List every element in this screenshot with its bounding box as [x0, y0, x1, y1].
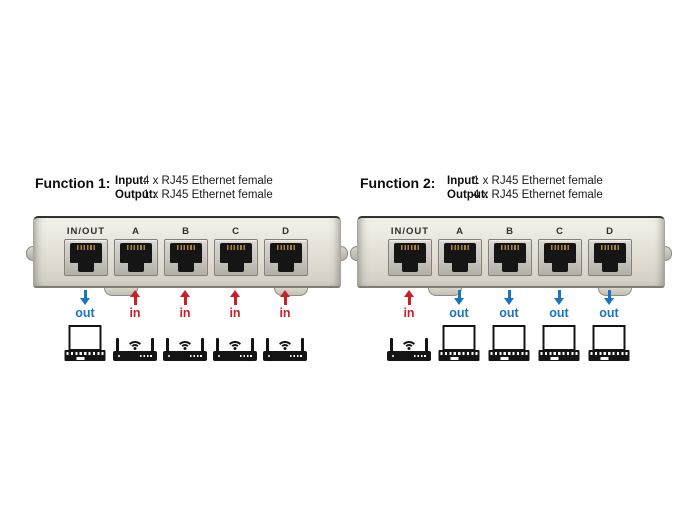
rj45-port-icon	[264, 239, 308, 276]
flow-direction-label: in	[179, 306, 191, 320]
port-c: C	[530, 226, 590, 276]
function2-input-value: 1 x RJ45 Ethernet female	[473, 175, 603, 187]
port-label: D	[282, 226, 290, 237]
flow-port-b: in	[157, 290, 213, 361]
port-label: B	[182, 226, 190, 237]
switch-front-panel-2: IN/OUT A B C D	[350, 216, 672, 296]
wifi-router-icon	[111, 324, 159, 361]
switch-front-panel-1: IN/OUT A B C D	[26, 216, 348, 296]
arrow-down-icon	[454, 290, 464, 306]
flow-inout: out	[57, 290, 113, 361]
wifi-router-icon	[385, 324, 433, 361]
rj45-port-icon	[64, 239, 108, 276]
flow-direction-label: out	[75, 306, 95, 320]
rj45-port-icon	[488, 239, 532, 276]
flow-direction-label: out	[549, 306, 569, 320]
arrow-up-icon	[230, 290, 240, 306]
arrow-down-icon	[554, 290, 564, 306]
rj45-port-icon	[438, 239, 482, 276]
arrow-up-icon	[404, 290, 414, 306]
flow-port-c: in	[207, 290, 263, 361]
rj45-jack-icon	[494, 243, 526, 263]
port-label: C	[232, 226, 240, 237]
rj45-port-icon	[114, 239, 158, 276]
arrow-up-icon	[180, 290, 190, 306]
rj45-port-icon	[164, 239, 208, 276]
port-a: A	[106, 226, 166, 276]
flow-direction-label: in	[279, 306, 291, 320]
rj45-jack-icon	[170, 243, 202, 263]
port-b: B	[156, 226, 216, 276]
flow-port-a: in	[107, 290, 163, 361]
flow-inout: in	[381, 290, 437, 361]
flow-direction-label: in	[129, 306, 141, 320]
wifi-router-icon	[261, 324, 309, 361]
flow-direction-label: out	[599, 306, 619, 320]
port-b: B	[480, 226, 540, 276]
function2-input-label: Input:	[447, 175, 479, 187]
function2-title: Function 2:	[360, 175, 436, 191]
arrow-down-icon	[604, 290, 614, 306]
flow-port-d: in	[257, 290, 313, 361]
flow-port-a: out	[431, 290, 487, 361]
rj45-port-icon	[388, 239, 432, 276]
rj45-jack-icon	[594, 243, 626, 263]
flow-direction-label: out	[449, 306, 469, 320]
port-label: A	[456, 226, 464, 237]
rj45-jack-icon	[394, 243, 426, 263]
function2-output-label: Output:	[447, 189, 489, 201]
function2-output-value: 4 x RJ45 Ethernet female	[473, 189, 603, 201]
laptop-icon	[485, 324, 533, 361]
rj45-jack-icon	[70, 243, 102, 263]
function1-output-label: Output:	[115, 189, 157, 201]
rj45-jack-icon	[220, 243, 252, 263]
flow-direction-label: in	[403, 306, 415, 320]
function1-input-value: 4 x RJ45 Ethernet female	[143, 175, 273, 187]
arrow-up-icon	[280, 290, 290, 306]
port-label: B	[506, 226, 514, 237]
flow-port-c: out	[531, 290, 587, 361]
port-inout: IN/OUT	[56, 226, 116, 276]
laptop-icon	[61, 324, 109, 361]
rj45-port-icon	[214, 239, 258, 276]
flow-port-b: out	[481, 290, 537, 361]
flow-direction-label: in	[229, 306, 241, 320]
function1-title: Function 1:	[35, 175, 111, 191]
port-c: C	[206, 226, 266, 276]
port-label: IN/OUT	[66, 226, 106, 237]
port-label: D	[606, 226, 614, 237]
rj45-jack-icon	[270, 243, 302, 263]
laptop-icon	[535, 324, 583, 361]
rj45-jack-icon	[444, 243, 476, 263]
laptop-icon	[585, 324, 633, 361]
port-label: IN/OUT	[390, 226, 430, 237]
port-a: A	[430, 226, 490, 276]
arrow-down-icon	[504, 290, 514, 306]
laptop-icon	[435, 324, 483, 361]
function1-output-value: 1 x RJ45 Ethernet female	[143, 189, 273, 201]
flow-direction-label: out	[499, 306, 519, 320]
rj45-port-icon	[588, 239, 632, 276]
arrow-up-icon	[130, 290, 140, 306]
function1-input-label: Input:	[115, 175, 147, 187]
port-label: C	[556, 226, 564, 237]
port-inout: IN/OUT	[380, 226, 440, 276]
arrow-down-icon	[80, 290, 90, 306]
rj45-port-icon	[538, 239, 582, 276]
wifi-router-icon	[211, 324, 259, 361]
side-screw-icon	[26, 246, 33, 261]
port-d: D	[256, 226, 316, 276]
port-label: A	[132, 226, 140, 237]
side-screw-icon	[341, 246, 348, 261]
flow-port-d: out	[581, 290, 637, 361]
port-d: D	[580, 226, 640, 276]
side-screw-icon	[665, 246, 672, 261]
side-screw-icon	[350, 246, 357, 261]
wifi-router-icon	[161, 324, 209, 361]
rj45-jack-icon	[544, 243, 576, 263]
rj45-jack-icon	[120, 243, 152, 263]
